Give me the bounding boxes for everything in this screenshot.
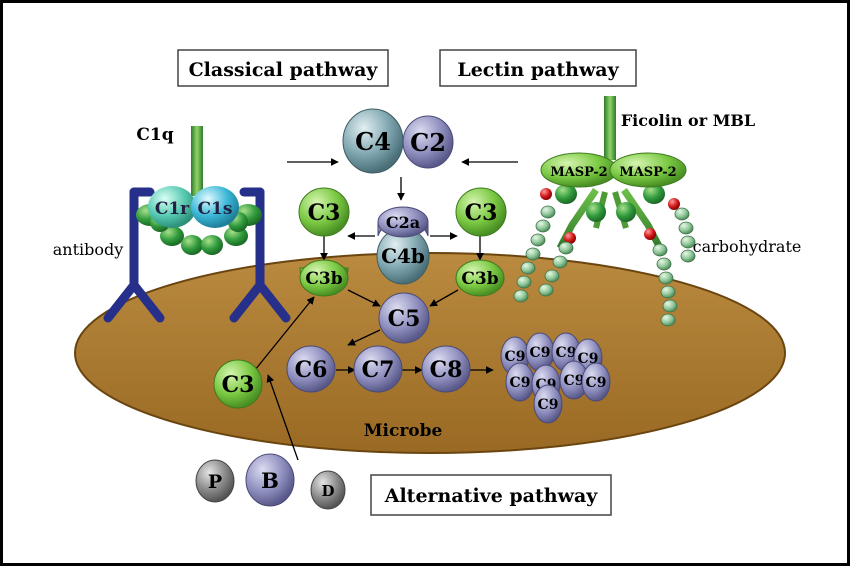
carbohydrate-bead xyxy=(552,255,568,269)
mbl-complex: MASP-2 MASP-2 xyxy=(540,96,687,250)
ficolin-label: Ficolin or MBL xyxy=(621,111,755,130)
c3-alternative-molecule: C3 xyxy=(213,359,263,409)
c3-left-label: C3 xyxy=(308,200,341,226)
c9-label: C9 xyxy=(564,373,585,389)
carbohydrate-bead xyxy=(538,283,554,297)
c7-molecule: C7 xyxy=(353,345,403,393)
carbohydrate-bead xyxy=(530,233,546,247)
factor-b-label: B xyxy=(261,468,279,493)
carbohydrate-bead xyxy=(535,219,551,233)
c6-molecule: C6 xyxy=(286,345,336,393)
c9-label: C9 xyxy=(538,397,559,413)
carbohydrate-bead xyxy=(680,249,696,263)
carbohydrate-bead xyxy=(652,243,668,257)
alternative-pathway-label: Alternative pathway xyxy=(384,485,599,507)
carbohydrate-bead xyxy=(513,289,529,303)
c9-label: C9 xyxy=(510,375,531,391)
c9-cluster: C9C9C9C9C9C9C9C9C9 xyxy=(500,332,611,424)
carbohydrate-bead xyxy=(658,271,674,285)
carbohydrate-chains xyxy=(513,205,696,327)
pathway-arrows xyxy=(254,158,518,461)
c2-label: C2 xyxy=(410,128,446,157)
antibody-label: antibody xyxy=(53,240,124,259)
c1r-molecule xyxy=(148,186,196,228)
arrow-c3b-to-c5-left xyxy=(347,289,381,307)
c3b-right-molecule: C3b xyxy=(455,259,505,297)
lectin-pathway-box: Lectin pathway xyxy=(439,49,637,87)
masp-right-label: MASP-2 xyxy=(619,165,676,180)
microbe-label: Microbe xyxy=(364,421,443,441)
c6-label: C6 xyxy=(295,357,328,383)
c9-molecule xyxy=(533,384,563,424)
factor-b: B xyxy=(245,453,295,507)
masp-left-label: MASP-2 xyxy=(550,165,607,180)
c5-label: C5 xyxy=(388,306,421,332)
c1q-label: C1q xyxy=(136,125,173,145)
arrow-c3b-to-c5-right xyxy=(429,289,459,307)
c9-label: C9 xyxy=(556,345,577,361)
c3b-left-molecule: C3b xyxy=(299,259,349,297)
c9-molecule xyxy=(581,362,611,402)
c4b2a-complex: C4b C2a xyxy=(376,206,430,285)
arrow-pbd-to-c3 xyxy=(266,374,299,461)
carbohydrate-bead xyxy=(544,269,560,283)
carbohydrate-bead xyxy=(520,261,536,275)
classical-pathway-box: Classical pathway xyxy=(177,49,389,87)
carbohydrate-bead xyxy=(660,285,676,299)
carbohydrate-bead xyxy=(680,235,696,249)
carbohydrate-bead xyxy=(525,247,541,261)
c9-label: C9 xyxy=(586,375,607,391)
c9-label: C9 xyxy=(530,345,551,361)
c3b-right-label: C3b xyxy=(461,269,498,289)
c3-alternative-label: C3 xyxy=(222,372,255,398)
antibody-left xyxy=(103,187,165,323)
carbohydrate-bead xyxy=(656,257,672,271)
carbohydrate-bead xyxy=(674,207,690,221)
carbohydrate-bead xyxy=(540,205,556,219)
carbohydrate-bead xyxy=(662,299,678,313)
c1-complex: C1r C1s xyxy=(136,126,262,255)
c4-molecule: C4 xyxy=(342,108,404,174)
factor-p-label: P xyxy=(208,471,222,493)
c1s-molecule xyxy=(191,186,239,228)
c1r-label: C1r xyxy=(155,199,190,219)
factor-d: D xyxy=(310,470,346,510)
carbohydrate-label: carbohydrate xyxy=(693,237,802,256)
factor-d-label: D xyxy=(321,482,334,500)
c3-left-molecule: C3 xyxy=(298,187,350,237)
antibody-right xyxy=(229,187,291,323)
c8-label: C8 xyxy=(430,357,463,383)
c5-molecule: C5 xyxy=(378,292,430,344)
lectin-pathway-label: Lectin pathway xyxy=(457,59,619,81)
c4-label: C4 xyxy=(355,127,391,156)
c2a-label: C2a xyxy=(386,213,420,232)
carbohydrate-bead xyxy=(678,221,694,235)
classical-pathway-label: Classical pathway xyxy=(189,59,379,81)
c3-right-label: C3 xyxy=(465,200,498,226)
arrow-c5-to-c6 xyxy=(347,329,381,346)
carbohydrate-bead xyxy=(558,241,574,255)
c8-molecule: C8 xyxy=(421,345,471,393)
c3-right-molecule: C3 xyxy=(455,187,507,237)
c7-label: C7 xyxy=(362,357,395,383)
c3b-left-label: C3b xyxy=(305,269,342,289)
c9-label: C9 xyxy=(505,349,526,365)
c4b-label: C4b xyxy=(381,244,425,268)
c2-molecule: C2 xyxy=(402,115,454,169)
arrow-c3-alt-to-c3b xyxy=(254,296,315,371)
c1s-label: C1s xyxy=(198,199,233,219)
factor-p: P xyxy=(195,459,235,503)
alternative-pathway-box: Alternative pathway xyxy=(370,474,612,516)
carbohydrate-bead xyxy=(516,275,532,289)
carbohydrate-bead xyxy=(660,313,676,327)
